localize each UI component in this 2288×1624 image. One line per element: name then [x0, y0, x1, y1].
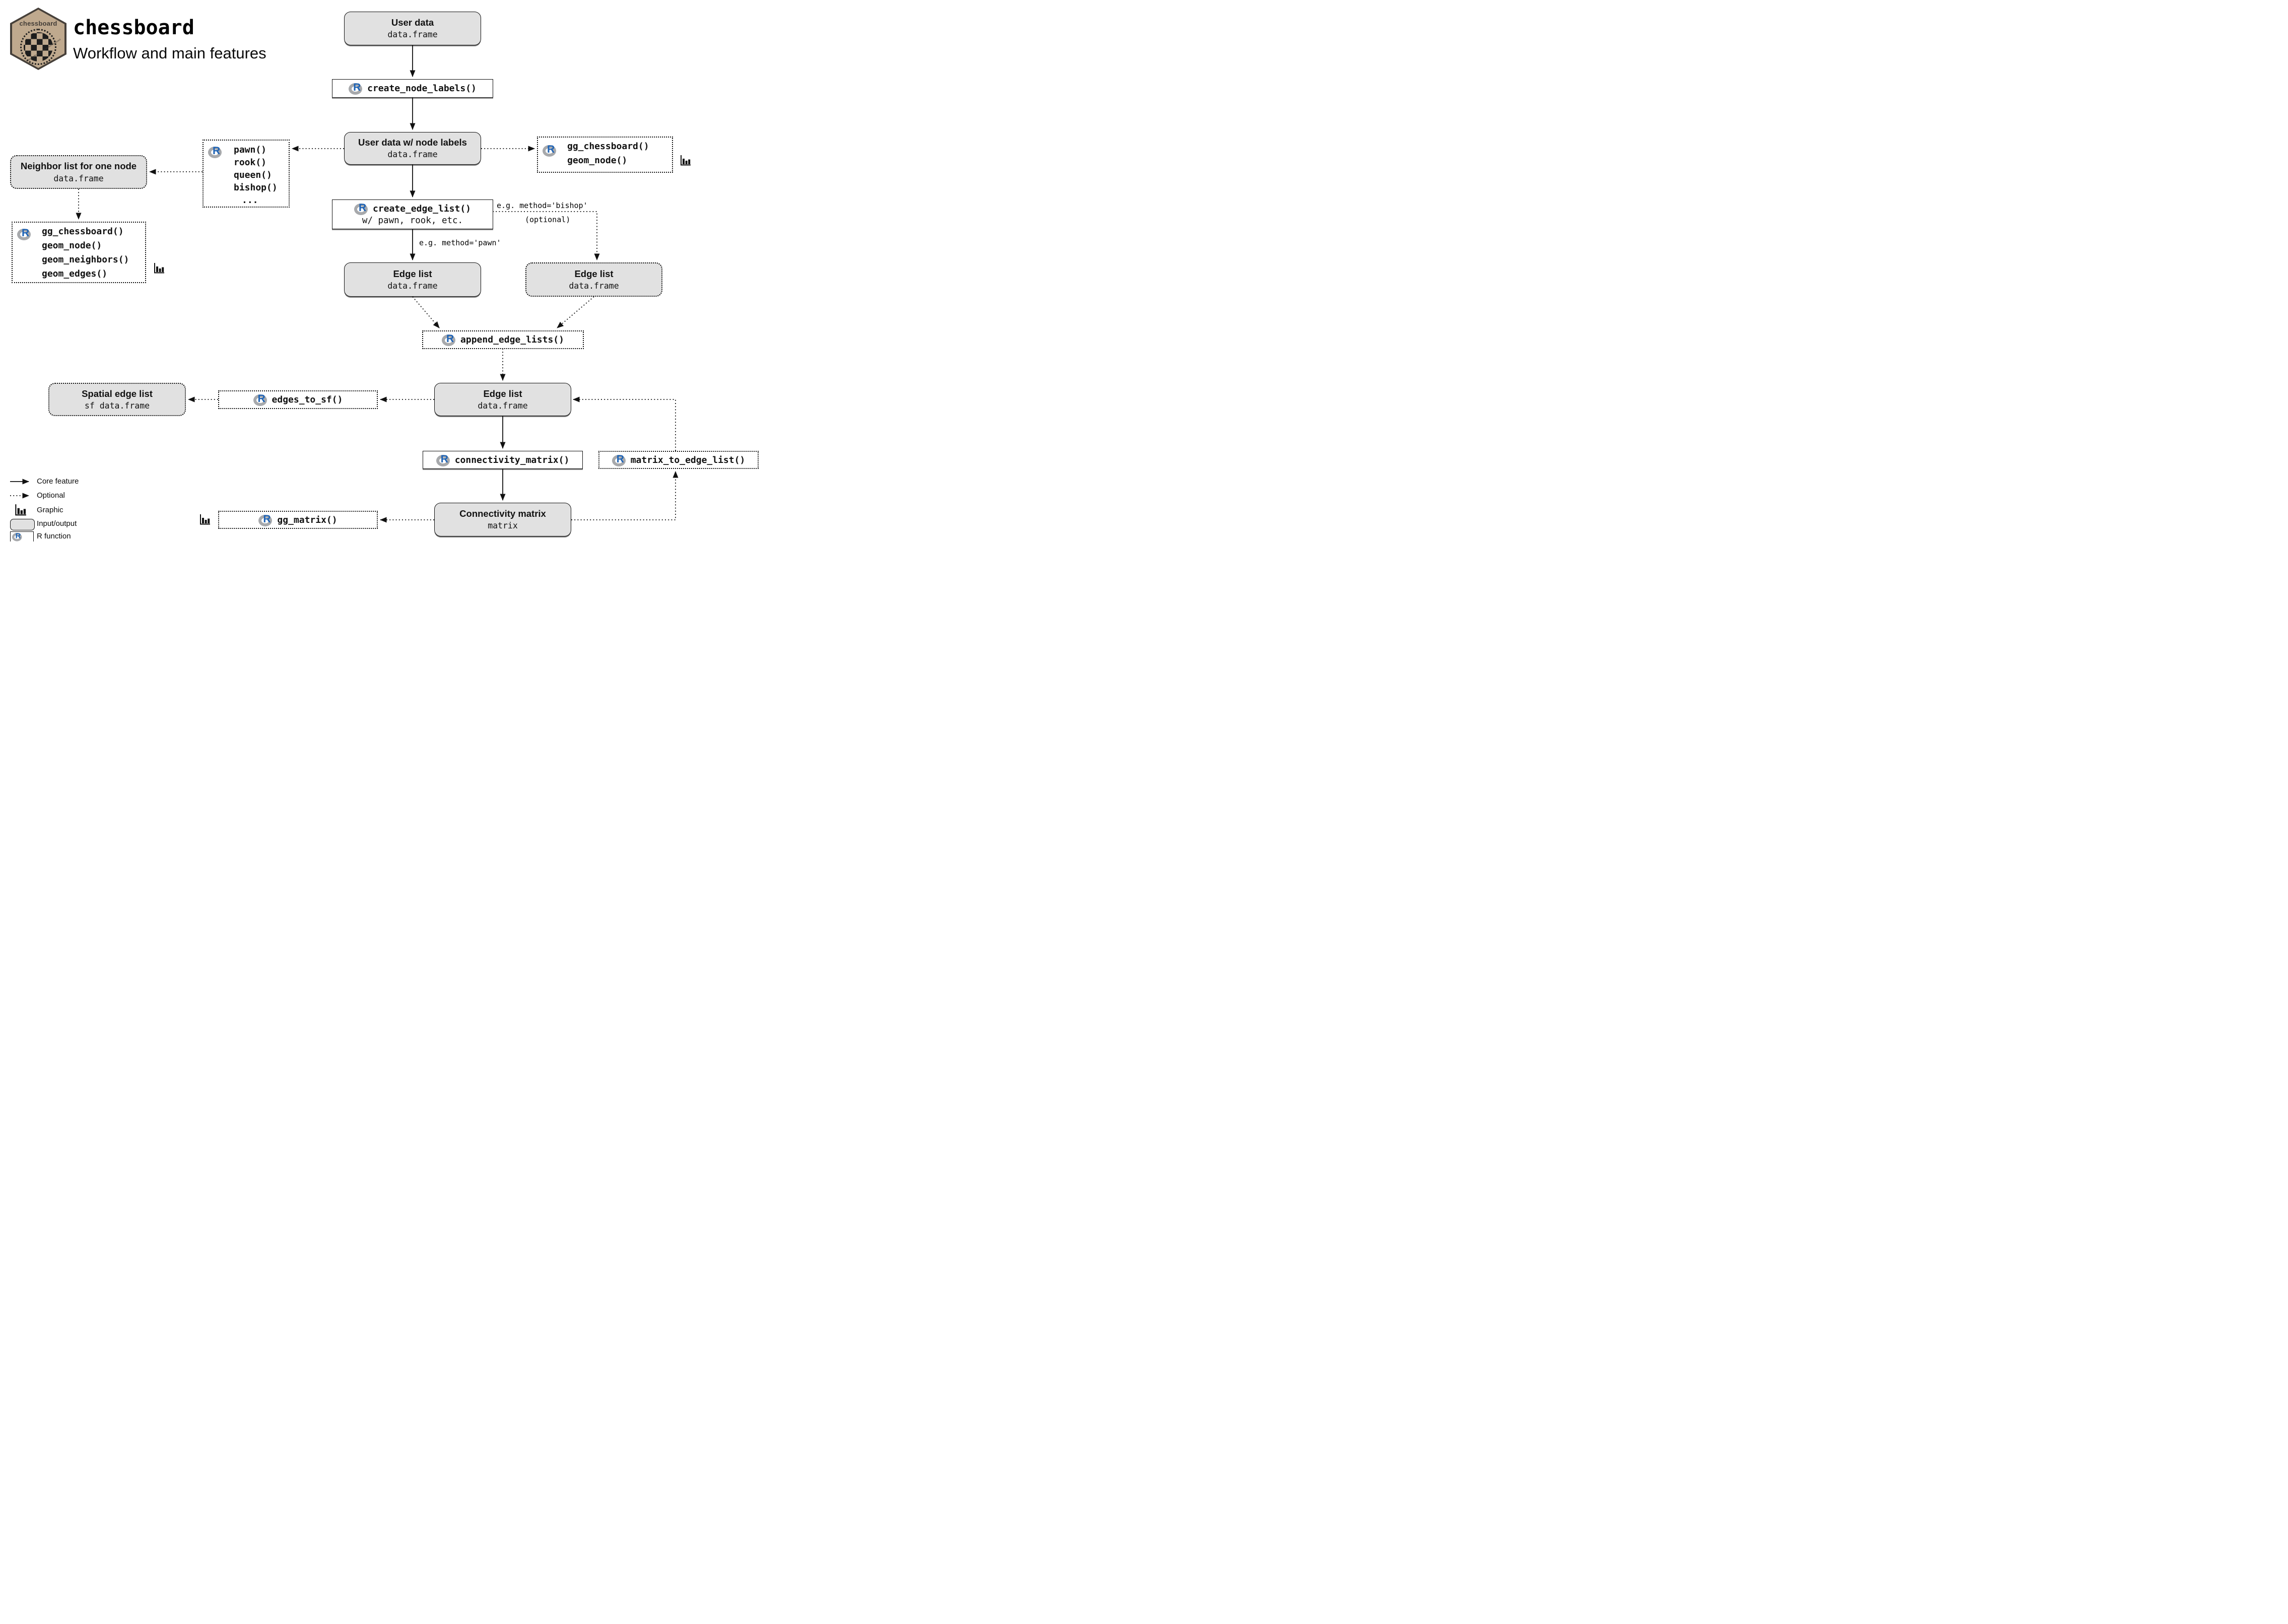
chessboard-circle-icon [24, 32, 53, 61]
node-type: data.frame [387, 30, 438, 39]
node-type: data.frame [387, 150, 438, 159]
node-title: Neighbor list for one node [20, 160, 137, 171]
fn-label: matrix_to_edge_list() [630, 454, 746, 465]
fn-label: geom_edges() [42, 268, 108, 279]
node-title: Connectivity matrix [459, 508, 546, 519]
legend-r-function-swatch: R [10, 531, 34, 542]
fn-gg-chessboard-full: R gg_chessboard() geom_node() geom_neigh… [12, 222, 146, 283]
legend-core-feature-label: Core feature [37, 477, 79, 486]
r-logo-icon: R [354, 202, 368, 215]
arrow-edgelist-to-append-right [557, 296, 594, 328]
node-type: data.frame [569, 281, 619, 291]
page-title: chessboard [73, 16, 194, 39]
node-title: Edge list [483, 388, 522, 399]
fn-label: create_edge_list() [372, 204, 472, 214]
fn-create-node-labels: R create_node_labels() [332, 79, 493, 98]
arrow-matrix-to-matrixtoedge [571, 471, 679, 520]
node-type: data.frame [478, 400, 528, 411]
node-type: data.frame [387, 281, 438, 291]
graphic-icon [200, 514, 210, 525]
fn-append-edge-lists: R append_edge_lists() [422, 330, 584, 349]
fn-gg-chessboard-node: R gg_chessboard() geom_node() [537, 137, 673, 173]
legend-graphic-label: Graphic [37, 506, 63, 514]
edge-label-bishop: e.g. method='bishop' [497, 201, 588, 210]
fn-label: connectivity_matrix() [454, 454, 570, 465]
legend-input-output-swatch [10, 519, 35, 530]
fn-label: rook() [234, 157, 267, 168]
package-hex-logo: chessboard https://github.com/frbcesab/c… [10, 8, 66, 70]
r-logo-icon: R [543, 144, 556, 157]
chess-pieces-ring-icon [20, 29, 56, 65]
node-neighbor-list: Neighbor list for one node data.frame [10, 155, 147, 189]
fn-matrix-to-edge-list: R matrix_to_edge_list() [598, 451, 759, 469]
hex-logo-label: chessboard [19, 20, 57, 27]
fn-label: gg_chessboard() [42, 226, 124, 237]
node-user-data: User data data.frame [344, 12, 481, 45]
fn-label: pawn() [234, 145, 267, 155]
node-edge-list-optional: Edge list data.frame [525, 262, 662, 297]
r-logo-icon: R [436, 453, 450, 466]
arrow-edgelist-to-append-left [412, 296, 440, 328]
fn-create-edge-list: R create_edge_list() w/ pawn, rook, etc. [332, 199, 493, 229]
r-logo-icon: R [208, 145, 222, 158]
fn-gg-matrix: R gg_matrix() [218, 511, 378, 529]
fn-label: create_node_labels() [367, 83, 477, 94]
legend-input-output-label: Input/output [37, 519, 77, 528]
node-title: User data [391, 17, 434, 28]
edge-label-pawn: e.g. method='pawn' [419, 238, 501, 247]
r-logo-icon: R [17, 227, 31, 240]
node-title: Edge list [574, 268, 614, 279]
graphic-icon [154, 263, 164, 274]
legend-r-function-label: R function [37, 532, 71, 540]
r-logo-icon: R [253, 393, 267, 406]
fn-connectivity-matrix: R connectivity_matrix() [423, 451, 583, 469]
fn-edges-to-sf: R edges_to_sf() [218, 390, 378, 409]
node-user-data-node-labels: User data w/ node labels data.frame [344, 132, 481, 165]
r-logo-icon: R [612, 453, 626, 466]
hex-logo-background: chessboard https://github.com/frbcesab/c… [12, 10, 64, 68]
graphic-legend-icon [15, 504, 26, 516]
arrow-matrixtoedge-to-edgelist [573, 396, 676, 451]
fn-label: geom_node() [567, 155, 628, 166]
r-logo-icon: R [258, 513, 273, 526]
page-subtitle: Workflow and main features [73, 44, 266, 62]
workflow-diagram: chessboard https://github.com/frbcesab/c… [0, 0, 763, 542]
fn-label: bishop() [234, 182, 278, 193]
fn-label: geom_neighbors() [42, 254, 129, 265]
node-edge-list-core: Edge list data.frame [344, 262, 481, 297]
fn-label: append_edge_lists() [460, 334, 564, 345]
fn-sublabel: w/ pawn, rook, etc. [362, 216, 463, 226]
r-logo-icon: R [349, 82, 363, 95]
edge-label-optional: (optional) [525, 215, 571, 224]
node-title: Spatial edge list [82, 388, 153, 399]
legend-optional-label: Optional [37, 491, 65, 500]
fn-ellipsis: ... [242, 195, 258, 206]
fn-piece-functions: R pawn() rook() queen() bishop() ... [203, 140, 290, 208]
node-spatial-edge-list: Spatial edge list sf data.frame [48, 383, 186, 416]
r-logo-icon: R [442, 333, 456, 346]
fn-label: gg_chessboard() [567, 141, 649, 152]
node-title: Edge list [393, 268, 432, 279]
node-type: sf data.frame [84, 400, 150, 411]
node-type: matrix [488, 521, 518, 530]
r-logo-icon: R [12, 532, 22, 542]
node-type: data.frame [53, 173, 104, 183]
fn-label: queen() [234, 170, 272, 180]
node-title: User data w/ node labels [358, 137, 467, 148]
fn-label: gg_matrix() [277, 514, 338, 525]
node-connectivity-matrix: Connectivity matrix matrix [434, 503, 571, 536]
graphic-icon [681, 155, 691, 166]
node-edge-list-final: Edge list data.frame [434, 383, 571, 416]
fn-label: edges_to_sf() [272, 394, 343, 405]
fn-label: geom_node() [42, 240, 102, 251]
